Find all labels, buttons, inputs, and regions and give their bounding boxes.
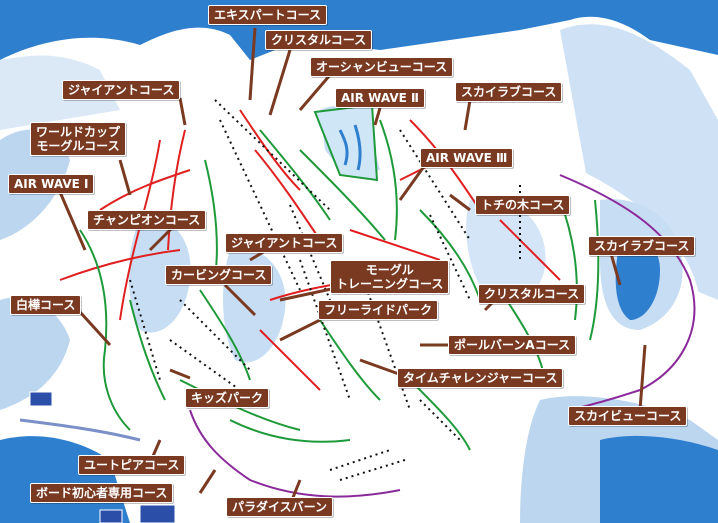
label-world-cup-mogul-course: ワールドカップ モーグルコース	[30, 122, 127, 156]
label-expert-course: エキスパートコース	[208, 5, 328, 25]
label-tochinoki-course: トチの木コース	[475, 195, 571, 215]
label-sky-view-course: スカイビューコース	[568, 406, 688, 426]
label-paradise-burn: パラダイスバーン	[226, 497, 334, 517]
label-giant-course-mid: ジャイアントコース	[225, 233, 344, 253]
label-board-beginner-course: ボード初心者専用コース	[30, 483, 174, 503]
label-skylove-course-top: スカイラブコース	[455, 82, 563, 102]
label-crystal-course-mid: クリスタルコース	[478, 284, 586, 304]
label-champion-course: チャンピオンコース	[87, 210, 207, 230]
label-time-challenger-course: タイムチャレンジャーコース	[397, 368, 564, 388]
label-giant-course-top: ジャイアントコース	[62, 80, 181, 100]
label-pole-burn-a-course: ポールバーンAコース	[448, 335, 577, 355]
label-free-ride-park: フリーライドパーク	[318, 300, 439, 320]
label-air-wave-3: AIR WAVE Ⅲ	[420, 148, 514, 168]
label-mogul-training-course: モーグル トレーニングコース	[330, 260, 450, 294]
label-air-wave-1: AIR WAVE Ⅰ	[8, 174, 95, 194]
label-carving-course: カービングコース	[165, 265, 273, 285]
label-kids-park: キッズパーク	[185, 388, 270, 408]
label-crystal-course-top: クリスタルコース	[265, 30, 373, 50]
label-utopia-course: ユートピアコース	[78, 455, 186, 475]
label-ocean-view-course: オーシャンビューコース	[310, 57, 454, 77]
label-air-wave-2: AIR WAVE Ⅱ	[335, 88, 425, 108]
label-shirakaba-course: 白樺コース	[10, 295, 82, 315]
label-skylove-course-right: スカイラブコース	[588, 236, 696, 256]
